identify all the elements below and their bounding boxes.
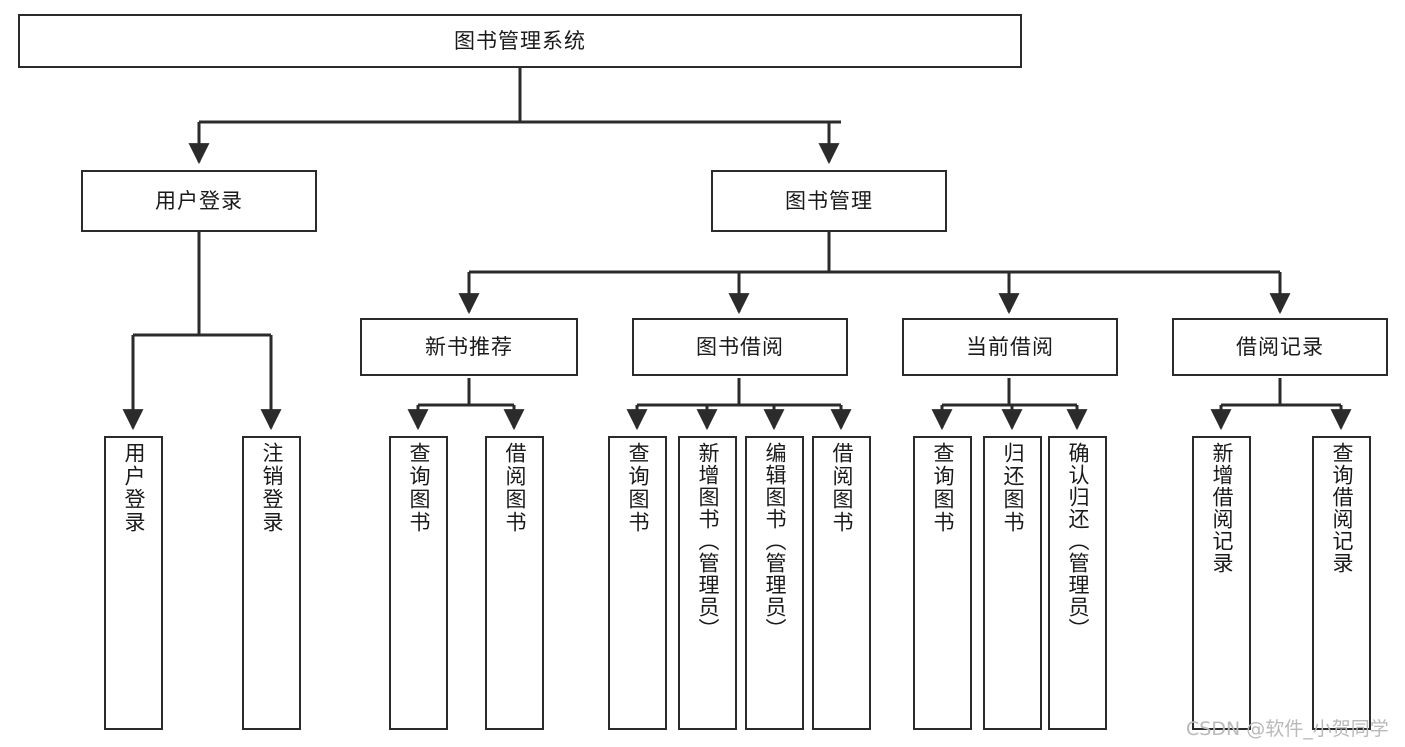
node-root-label: 图书管理系统 [454, 28, 586, 53]
leaf-book-borrow-borrow-label: 借阅图书 [830, 442, 854, 534]
leaf-borrow-record-query[interactable]: 查询借阅记录 [1312, 436, 1371, 730]
leaf-book-borrow-query-label: 查询图书 [626, 442, 650, 534]
leaf-current-borrow-return-label: 归还图书 [1001, 442, 1025, 534]
leaf-book-borrow-add-label: 新增图书（管理员） [696, 442, 720, 640]
leaf-user-login-logout-label: 注销登录 [260, 442, 284, 534]
leaf-current-borrow-confirm-label: 确认归还（管理员） [1066, 442, 1090, 640]
leaf-borrow-record-add[interactable]: 新增借阅记录 [1192, 436, 1251, 730]
node-book-borrow[interactable]: 图书借阅 [632, 318, 848, 376]
csdn-watermark: CSDN @软件_小贺同学 [1186, 718, 1389, 740]
leaf-new-book-borrow-label: 借阅图书 [503, 442, 527, 534]
leaf-book-borrow-query[interactable]: 查询图书 [608, 436, 667, 730]
leaf-current-borrow-query[interactable]: 查询图书 [913, 436, 972, 730]
leaf-book-borrow-edit-label: 编辑图书（管理员） [763, 442, 787, 640]
node-current-borrow[interactable]: 当前借阅 [902, 318, 1118, 376]
leaf-user-login-login-label: 用户登录 [122, 442, 146, 534]
leaf-borrow-record-add-label: 新增借阅记录 [1210, 442, 1234, 574]
node-borrow-record-label: 借阅记录 [1236, 334, 1324, 359]
leaf-new-book-query[interactable]: 查询图书 [389, 436, 448, 730]
node-user-login-label: 用户登录 [155, 188, 243, 213]
leaf-user-login-login[interactable]: 用户登录 [104, 436, 163, 730]
node-root[interactable]: 图书管理系统 [18, 14, 1022, 68]
leaf-book-borrow-add[interactable]: 新增图书（管理员） [678, 436, 737, 730]
node-book-manage[interactable]: 图书管理 [711, 170, 947, 232]
leaf-borrow-record-query-label: 查询借阅记录 [1330, 442, 1354, 574]
node-current-borrow-label: 当前借阅 [966, 334, 1054, 359]
leaf-current-borrow-confirm[interactable]: 确认归还（管理员） [1048, 436, 1107, 730]
node-book-borrow-label: 图书借阅 [696, 334, 784, 359]
leaf-book-borrow-edit[interactable]: 编辑图书（管理员） [745, 436, 804, 730]
leaf-user-login-logout[interactable]: 注销登录 [242, 436, 301, 730]
node-new-book-recommend[interactable]: 新书推荐 [360, 318, 578, 376]
leaf-current-borrow-return[interactable]: 归还图书 [983, 436, 1042, 730]
leaf-new-book-query-label: 查询图书 [407, 442, 431, 534]
leaf-new-book-borrow[interactable]: 借阅图书 [485, 436, 544, 730]
node-book-manage-label: 图书管理 [785, 188, 873, 213]
node-new-book-recommend-label: 新书推荐 [425, 334, 513, 359]
node-borrow-record[interactable]: 借阅记录 [1172, 318, 1388, 376]
leaf-current-borrow-query-label: 查询图书 [931, 442, 955, 534]
node-user-login[interactable]: 用户登录 [81, 170, 317, 232]
leaf-book-borrow-borrow[interactable]: 借阅图书 [812, 436, 871, 730]
